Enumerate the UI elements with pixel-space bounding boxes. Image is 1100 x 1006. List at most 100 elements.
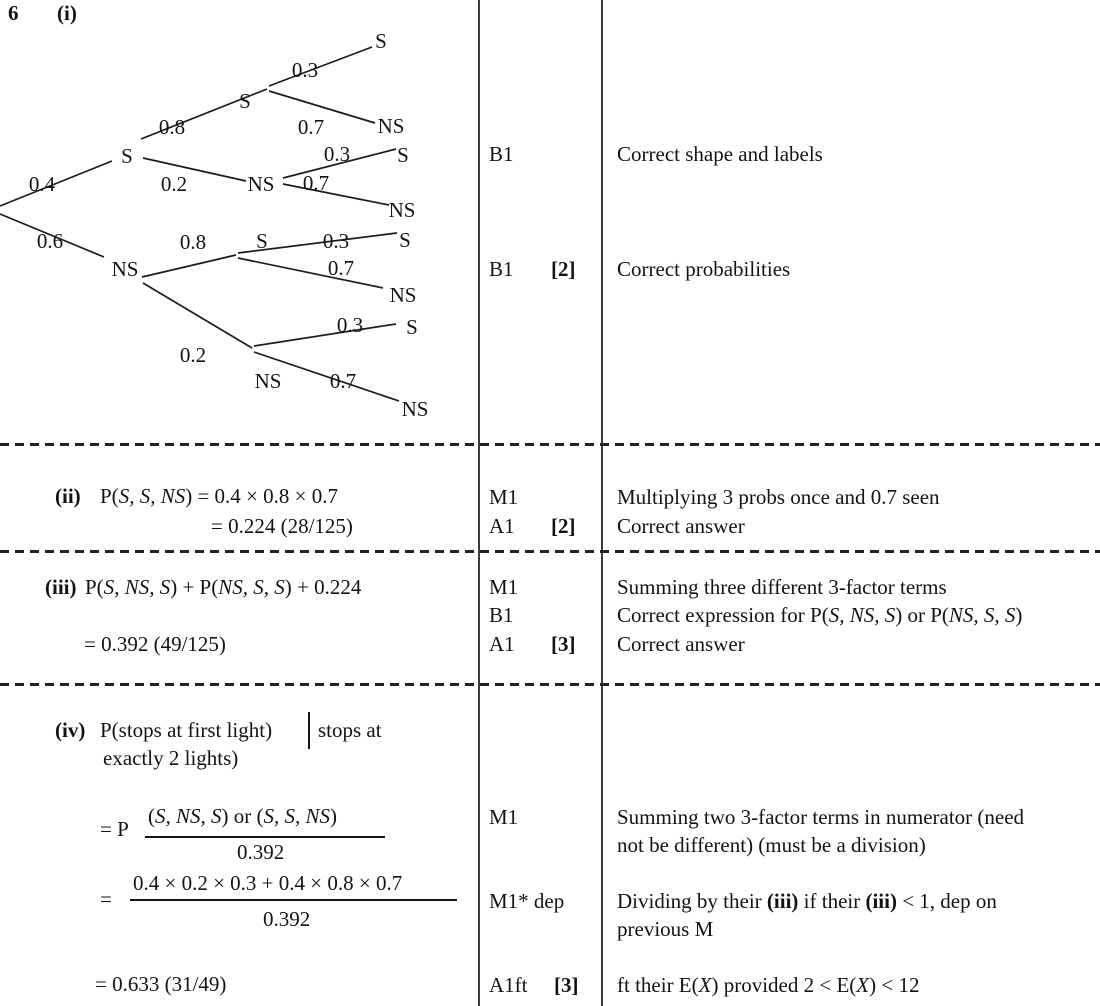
fraction-numerator: (S, NS, S) or (S, S, NS): [148, 803, 338, 828]
section-divider: [0, 683, 1100, 686]
comment-ref: (iii): [766, 888, 799, 913]
section-divider: [0, 443, 1100, 446]
probability-tree-diagram: 0.4 0.6 S NS 0.8 0.2 0.8 0.2 S NS S NS 0…: [0, 29, 429, 421]
comment-line: Correct probabilities: [617, 256, 791, 281]
tree-leaf-label: S: [375, 29, 387, 53]
branch-prob-label: 0.7: [303, 171, 329, 195]
comment-var: X: [856, 972, 870, 997]
math-text: ): [330, 803, 338, 828]
fraction-bar: [145, 836, 385, 838]
comment-line: Dividing by their (iii) if their (iii) <…: [617, 888, 997, 913]
tree-branch-lines: [0, 46, 400, 402]
math-text: P(: [100, 483, 119, 508]
tree-leaf-label: S: [399, 228, 411, 252]
comment-text: < 1, dep on: [896, 888, 997, 913]
comment-line: ft their E(X) provided 2 < E(X) < 12: [617, 972, 920, 997]
comment-text: ): [1015, 602, 1023, 627]
math-line: P(stops at first light): [100, 717, 273, 742]
comment-line: Correct expression for P(S, NS, S) or P(…: [617, 602, 1023, 627]
fraction-numerator: 0.4 × 0.2 × 0.3 + 0.4 × 0.8 × 0.7: [133, 870, 403, 895]
conditional-bar: [308, 712, 310, 749]
branch-prob-label: 0.7: [298, 115, 324, 139]
math-line: P(S, NS, S) + P(NS, S, S) + 0.224: [85, 574, 362, 599]
math-text: ) = 0.4 × 0.8 × 0.7: [185, 483, 338, 508]
comment-line: Summing two 3-factor terms in numerator …: [617, 804, 1025, 829]
mark-total: [2]: [551, 513, 576, 538]
math-line: = 0.224 (28/125): [211, 513, 353, 538]
fraction-denominator: 0.392: [237, 839, 285, 864]
comment-line: Correct answer: [617, 513, 745, 538]
math-line: = 0.633 (31/49): [95, 971, 227, 996]
branch-prob-label: 0.3: [324, 142, 350, 166]
math-var: S, NS, S: [155, 803, 222, 828]
branch-prob-label: 0.8: [180, 230, 206, 254]
comment-text: Dividing by their: [617, 888, 767, 913]
tree-node-label: S: [239, 89, 251, 113]
branch-prob-label: 0.6: [37, 229, 63, 253]
branch-prob-label: 0.3: [292, 58, 318, 82]
branch-prob-label: 0.7: [328, 256, 354, 280]
section-divider: [0, 550, 1100, 553]
tree-node-label: NS: [248, 172, 275, 196]
part-label-i: (i): [57, 0, 77, 25]
tree-node-label: NS: [255, 369, 282, 393]
tree-leaf-label: NS: [389, 198, 416, 222]
branch-prob-label: 0.3: [323, 229, 349, 253]
mark-code: B1: [489, 602, 514, 627]
tree-node-label: NS: [112, 257, 139, 281]
math-line: stops at: [318, 717, 382, 742]
comment-line: Multiplying 3 probs once and 0.7 seen: [617, 484, 940, 509]
math-var: S, NS, S: [103, 574, 171, 599]
mark-total: [3]: [551, 631, 576, 656]
comment-var: X: [698, 972, 712, 997]
mark-code: M1: [489, 574, 519, 599]
part-label-iii: (iii): [45, 574, 77, 599]
comment-text: ) provided 2 < E(: [711, 972, 857, 997]
comment-var: S, NS, S: [828, 602, 896, 627]
math-text: (: [148, 803, 155, 828]
fraction-bar: [130, 899, 457, 901]
comment-line: Summing three different 3-factor terms: [617, 574, 947, 599]
comment-line: previous M: [617, 916, 714, 941]
part-label-ii: (ii): [55, 483, 81, 508]
mark-total: [3]: [554, 972, 579, 997]
mark-code: M1: [489, 804, 519, 829]
branch-prob-label: 0.4: [29, 172, 56, 196]
math-var: NS, S, S: [218, 574, 285, 599]
fraction-denominator: 0.392: [263, 906, 311, 931]
marks-column-divider-left: [478, 0, 480, 1006]
comment-line: not be different) (must be a division): [617, 832, 926, 857]
marks-column-divider-right: [601, 0, 603, 1006]
math-line: =: [100, 886, 112, 911]
branch-prob-label: 0.3: [337, 313, 363, 337]
comment-text: ) < 12: [869, 972, 920, 997]
branch-prob-label: 0.7: [330, 369, 356, 393]
math-text: ) + P(: [170, 574, 219, 599]
tree-node-label: S: [121, 144, 133, 168]
comment-text: if their: [798, 888, 866, 913]
comment-line: Correct shape and labels: [617, 141, 823, 166]
branch-prob-label: 0.2: [161, 172, 187, 196]
tree-leaf-label: NS: [402, 397, 429, 421]
comment-ref: (iii): [865, 888, 897, 913]
mark-code: B1: [489, 256, 514, 281]
mark-code: B1: [489, 141, 514, 166]
tree-leaf-label: S: [406, 315, 418, 339]
mark-total: [2]: [551, 256, 576, 281]
comment-text: Correct expression for P(: [617, 602, 829, 627]
math-var: S, S, NS: [118, 483, 186, 508]
math-line: = 0.392 (49/125): [84, 631, 226, 656]
math-var: S, S, NS: [263, 803, 331, 828]
math-text: ) + 0.224: [284, 574, 362, 599]
comment-line: Correct answer: [617, 631, 745, 656]
mark-code: M1* dep: [489, 888, 565, 913]
math-text: P(: [85, 574, 104, 599]
branch-prob-label: 0.2: [180, 343, 206, 367]
mark-code: A1ft: [489, 972, 528, 997]
math-line: P(S, S, NS) = 0.4 × 0.8 × 0.7: [100, 483, 338, 508]
tree-labels: 0.4 0.6 S NS 0.8 0.2 0.8 0.2 S NS S NS 0…: [29, 29, 429, 421]
tree-node-label: S: [256, 229, 268, 253]
comment-text: ft their E(: [617, 972, 699, 997]
tree-leaf-label: NS: [390, 283, 417, 307]
